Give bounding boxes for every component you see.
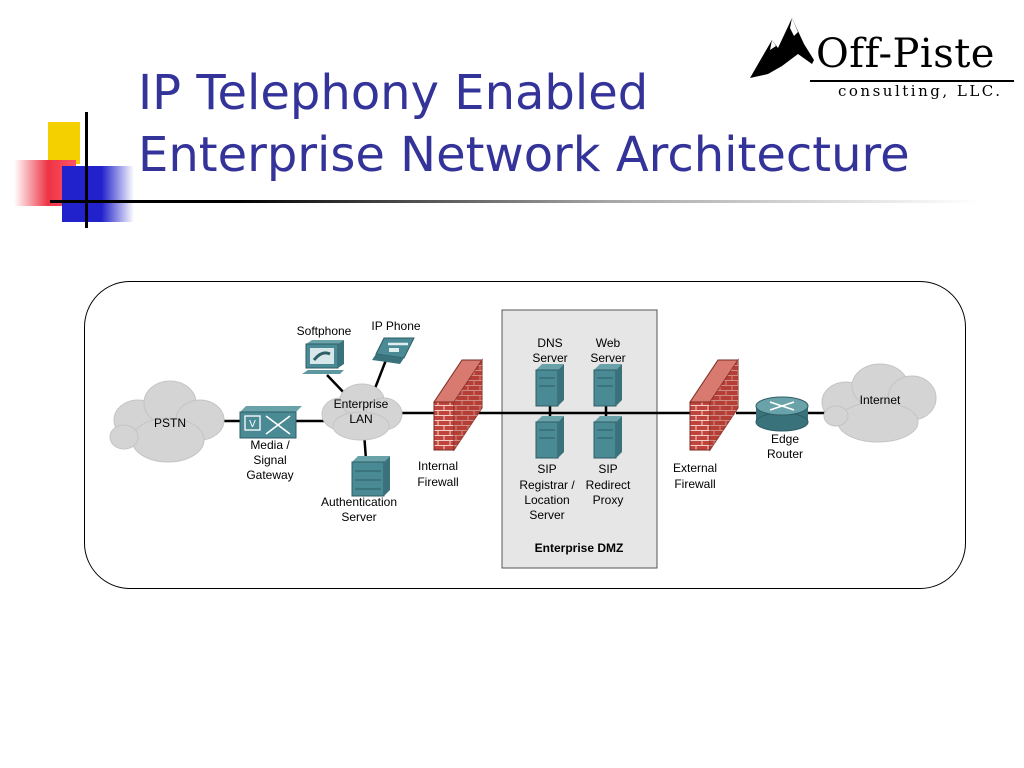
edge-router-label-2: Router <box>767 447 803 461</box>
edge-router-label-1: Edge <box>771 432 799 446</box>
internal-firewall-label-1: Internal <box>418 459 458 473</box>
media-gateway: V Media / Signal Gateway <box>239 406 302 482</box>
external-firewall-label-2: Firewall <box>674 477 715 491</box>
sip-redirect-label-1: SIP <box>598 462 617 476</box>
dns-server-label-2: Server <box>532 351 567 365</box>
server-icon <box>535 364 564 407</box>
deco-vertical-line <box>85 112 88 228</box>
server-icon <box>535 416 564 459</box>
edge-router: Edge Router <box>755 396 809 461</box>
sip-redirect-label-2: Redirect <box>586 478 631 492</box>
firewall-icon <box>433 358 483 452</box>
ip-phone: IP Phone <box>371 319 421 364</box>
diagram-frame <box>84 281 966 589</box>
sip-registrar-label-2: Registrar / <box>519 478 575 492</box>
deco-yellow-square <box>48 122 80 164</box>
logo-name: Off-Piste <box>816 31 995 77</box>
server-icon <box>593 416 622 459</box>
svg-text:V: V <box>249 419 256 430</box>
auth-server-label-1: Authentication <box>321 495 397 509</box>
dmz-label: Enterprise DMZ <box>535 541 624 555</box>
title-line-2: Enterprise Network Architecture <box>138 127 910 183</box>
cloud-icon <box>321 383 403 441</box>
cloud-icon <box>821 363 937 443</box>
pstn-cloud: PSTN <box>109 380 225 463</box>
external-firewall: External Firewall <box>673 358 739 491</box>
gateway-label-1: Media / <box>250 438 290 452</box>
softphone-icon <box>302 340 344 374</box>
sip-redirect-label-3: Proxy <box>593 493 624 507</box>
auth-server-label-2: Server <box>341 510 376 524</box>
internet-label: Internet <box>860 393 901 407</box>
internet-cloud: Internet <box>821 363 937 443</box>
dns-server-label-1: DNS <box>537 336 562 350</box>
web-server-label-1: Web <box>596 336 621 350</box>
dns-server: DNS Server <box>532 336 568 407</box>
mountain-icon <box>750 18 814 78</box>
softphone: Softphone <box>297 324 352 374</box>
sip-registrar-label-4: Server <box>529 508 564 522</box>
enterprise-lan-cloud: Enterprise LAN <box>321 383 403 441</box>
web-server-label-2: Server <box>590 351 625 365</box>
page-title: IP Telephony Enabled Enterprise Network … <box>138 62 910 186</box>
logo-divider <box>810 80 1014 82</box>
authentication-server: Authentication Server <box>321 456 397 524</box>
sip-registrar-label-3: Location <box>524 493 569 507</box>
media-gateway-icon: V <box>239 406 302 439</box>
ip-phone-icon <box>372 337 415 364</box>
internal-firewall-label-2: Firewall <box>417 475 458 489</box>
sip-registrar-label-1: SIP <box>537 462 556 476</box>
logo-subtitle: consulting, LLC. <box>838 82 1003 100</box>
title-rule <box>50 200 980 203</box>
softphone-label: Softphone <box>297 324 352 338</box>
lan-label-2: LAN <box>349 412 372 426</box>
internal-firewall: Internal Firewall <box>417 358 483 489</box>
external-firewall-label-1: External <box>673 461 717 475</box>
gateway-label-2: Signal <box>253 453 286 467</box>
sip-registrar-server: SIP Registrar / Location Server <box>519 416 575 522</box>
sip-redirect-proxy: SIP Redirect Proxy <box>586 416 631 507</box>
firewall-icon <box>689 358 739 452</box>
router-icon <box>755 396 809 432</box>
ip-phone-label: IP Phone <box>371 319 420 333</box>
company-logo: Off-Piste consulting, LLC. <box>748 14 1018 106</box>
server-icon <box>351 456 390 497</box>
lan-label-1: Enterprise <box>334 397 389 411</box>
pstn-label: PSTN <box>154 416 186 430</box>
web-server: Web Server <box>590 336 626 407</box>
dmz-box <box>501 309 658 569</box>
cloud-icon <box>109 380 225 463</box>
deco-blue-square <box>62 166 134 222</box>
server-icon <box>593 364 622 407</box>
gateway-label-3: Gateway <box>246 468 293 482</box>
title-line-1: IP Telephony Enabled <box>138 65 649 121</box>
